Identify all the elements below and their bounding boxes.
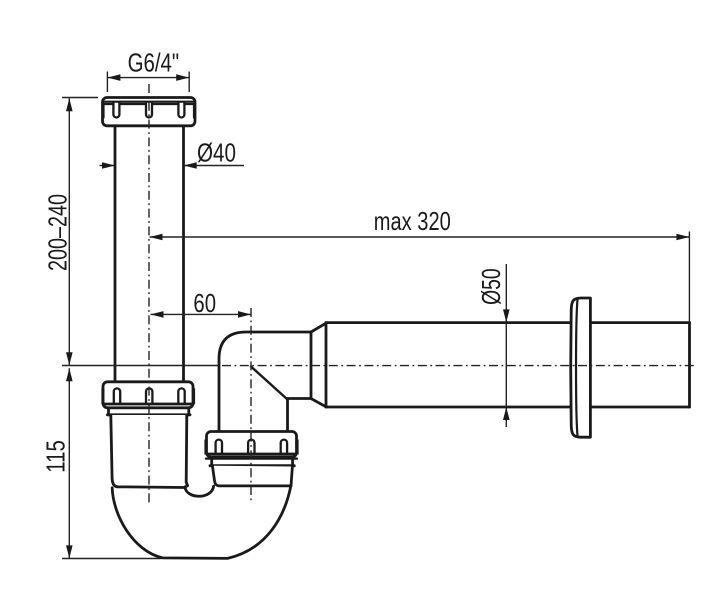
- svg-text:max 320: max 320: [374, 206, 451, 236]
- svg-text:60: 60: [193, 288, 216, 318]
- svg-text:200–240: 200–240: [43, 194, 73, 271]
- svg-text:Ø40: Ø40: [197, 137, 236, 167]
- svg-text:115: 115: [41, 440, 71, 473]
- svg-text:Ø50: Ø50: [476, 268, 506, 305]
- svg-text:G6/4": G6/4": [128, 47, 180, 77]
